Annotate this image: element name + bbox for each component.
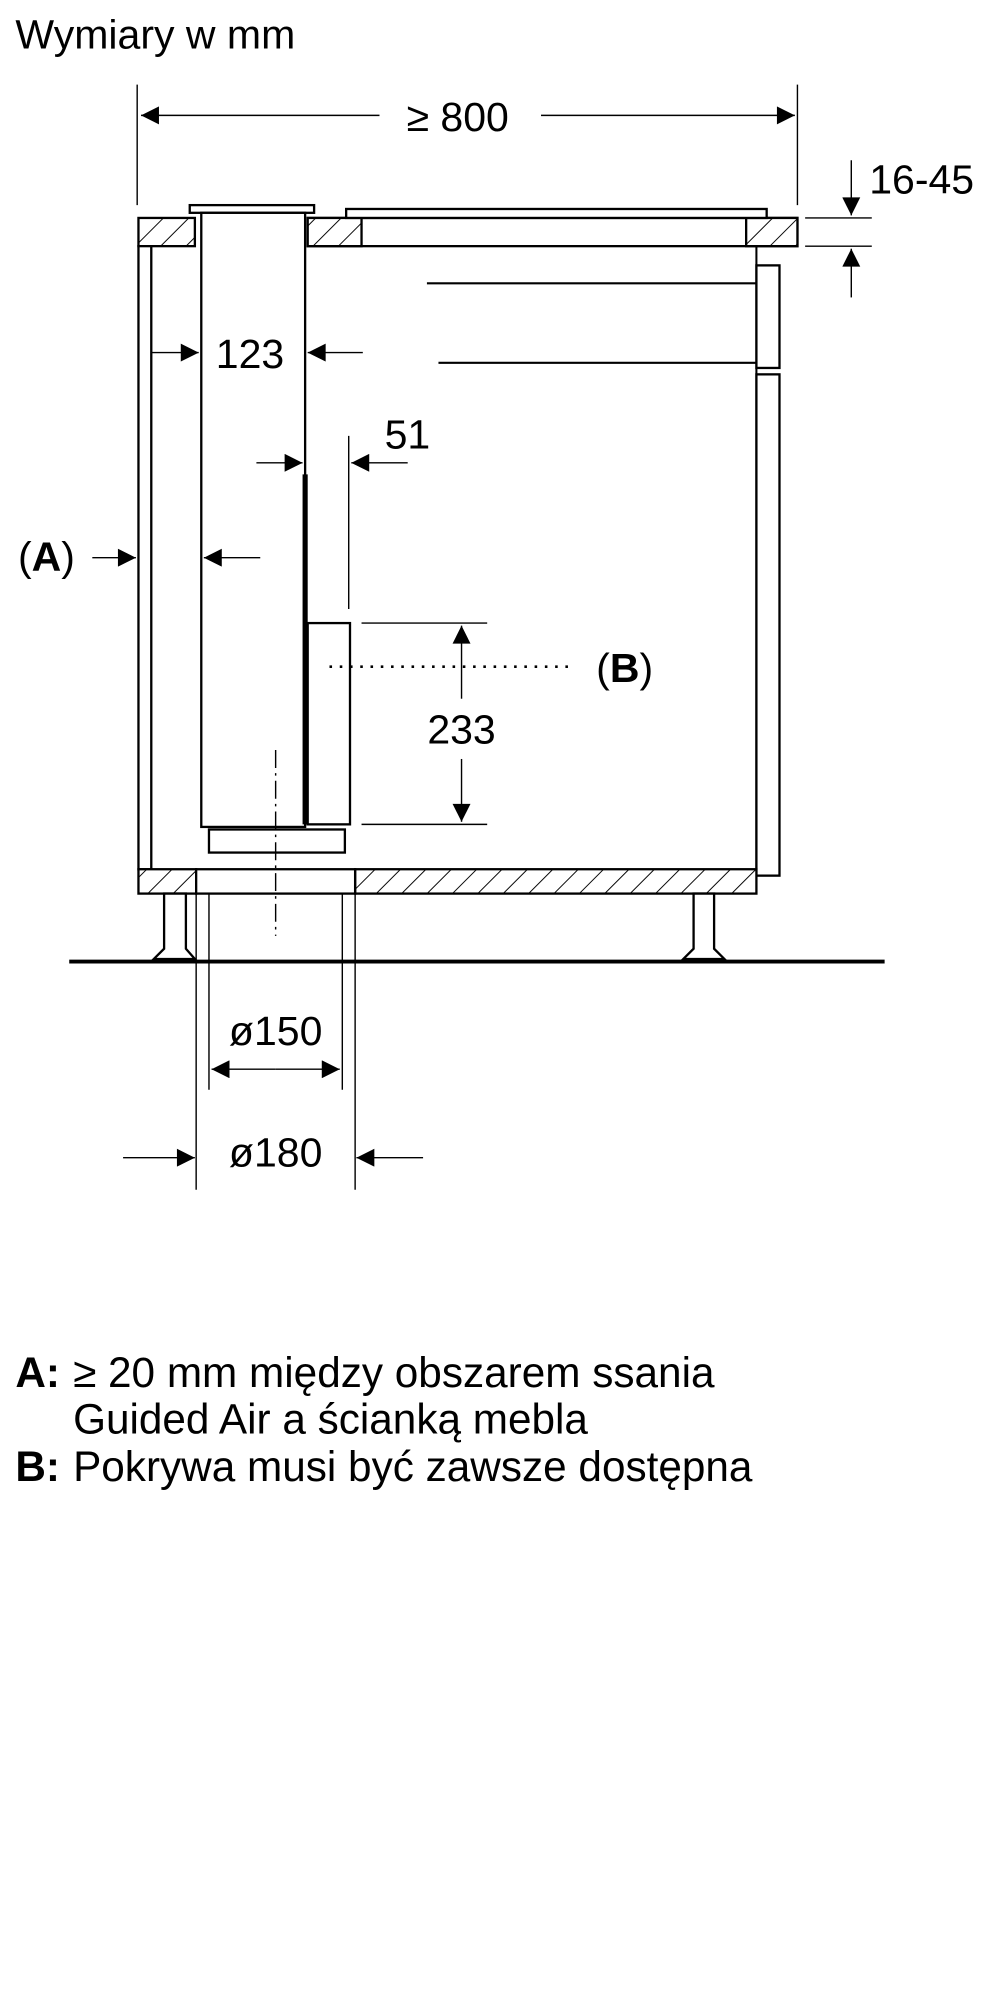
width-dimension: ≥ 800 — [136, 84, 799, 206]
extractor-duct — [188, 203, 352, 936]
d180-label: ø180 — [229, 1130, 323, 1176]
legend-text: ≥ 20 mm między obszarem ssania — [73, 1349, 715, 1396]
svg-text:(A): (A) — [18, 534, 75, 580]
legend-key-a: A: — [15, 1349, 60, 1396]
countertop-label: 16-45 — [869, 157, 974, 203]
label-a-marker: (A) — [18, 534, 261, 580]
cover-height-dimension: 233 (B) — [329, 622, 653, 826]
cabinet — [69, 245, 885, 964]
page-title: Wymiary w mm — [15, 12, 295, 58]
width-label: ≥ 800 — [407, 94, 509, 140]
d150-label: ø150 — [229, 1008, 323, 1054]
cover-b — [306, 621, 352, 826]
drawer-front — [755, 264, 781, 370]
legend-text: Pokrywa musi być zawsze dostępna — [73, 1443, 753, 1490]
door-front — [755, 373, 781, 877]
duct-gap-label: 123 — [216, 331, 284, 377]
countertop-dimension: 16-45 — [805, 157, 974, 298]
cover-height-label: 233 — [427, 707, 495, 753]
legend: A: ≥ 20 mm między obszarem ssania Guided… — [15, 1349, 753, 1490]
foot — [151, 892, 198, 961]
plate-gap-dimension: 51 — [256, 412, 430, 609]
hob-glass — [345, 207, 768, 220]
diameter-dimensions: ø150 ø180 — [123, 893, 424, 1190]
label-b-marker: (B) — [596, 645, 653, 691]
foot — [680, 892, 728, 961]
duct-gap-dimension: 123 — [151, 331, 363, 377]
plate-gap-label: 51 — [385, 412, 431, 458]
legend-text: Guided Air a ścianką mebla — [73, 1395, 588, 1442]
side-wall — [137, 245, 153, 871]
countertop — [137, 207, 799, 248]
legend-key-b: B: — [15, 1443, 60, 1490]
